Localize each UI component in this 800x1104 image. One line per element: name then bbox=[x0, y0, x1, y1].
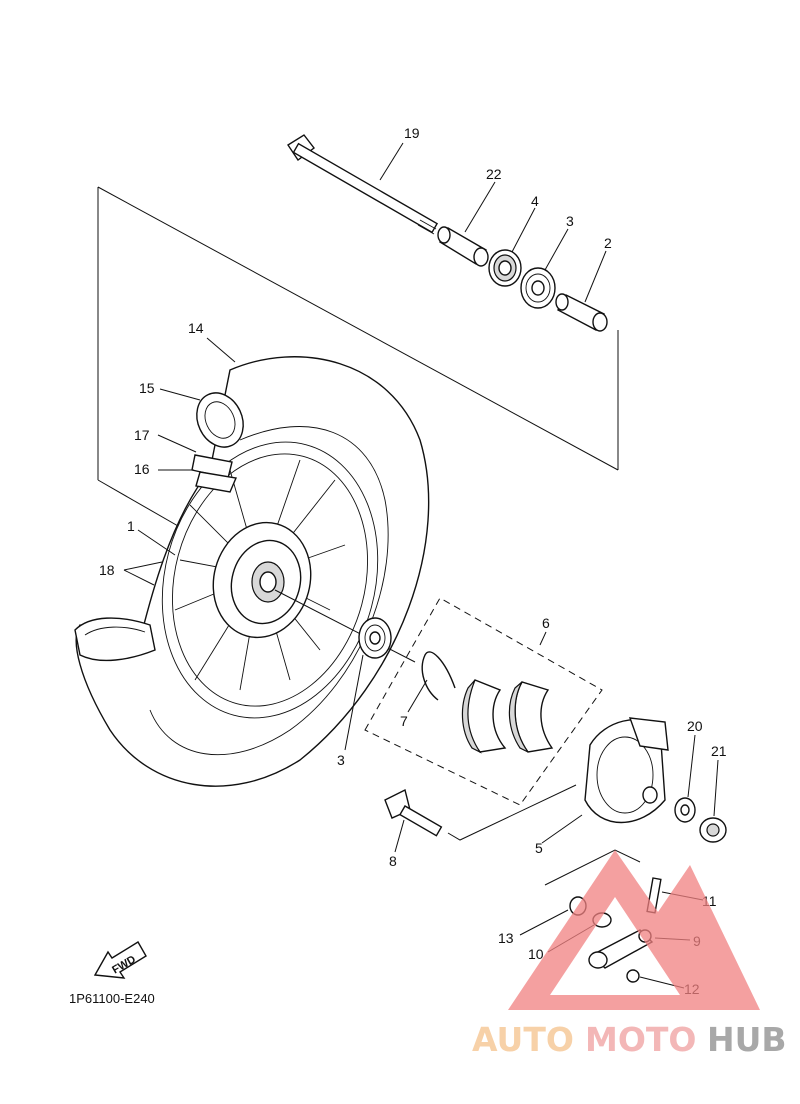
callout-20: 20 bbox=[687, 718, 703, 734]
wheel-rim bbox=[161, 441, 379, 719]
fwd-arrow: FWD bbox=[93, 941, 147, 979]
assembly-frame-lines bbox=[97, 186, 619, 531]
spacer-2 bbox=[555, 293, 608, 332]
brake-shoe-right bbox=[508, 681, 554, 753]
rim-band-16-17 bbox=[191, 454, 237, 493]
callout-3-top: 3 bbox=[566, 213, 574, 229]
oil-seal-4 bbox=[488, 249, 522, 287]
brake-shoe-left bbox=[461, 679, 507, 754]
callout-16: 16 bbox=[134, 461, 150, 477]
callout-5: 5 bbox=[535, 840, 543, 856]
callout-10: 10 bbox=[528, 946, 544, 962]
callout-21: 21 bbox=[711, 743, 727, 759]
bearing-3-top bbox=[520, 267, 556, 309]
watermark-auto: AUTO bbox=[472, 1020, 574, 1059]
brake-shoe-kit-boundary bbox=[364, 597, 603, 806]
callout-19: 19 bbox=[404, 125, 420, 141]
callout-18: 18 bbox=[99, 562, 115, 578]
wheel-hub bbox=[212, 521, 312, 639]
nut-12 bbox=[626, 969, 640, 983]
tube-15 bbox=[196, 392, 244, 448]
watermark-triangle bbox=[508, 850, 760, 1010]
collar-22 bbox=[437, 226, 489, 267]
callout-3-bottom: 3 bbox=[337, 752, 345, 768]
callout-8: 8 bbox=[389, 853, 397, 869]
watermark-moto: MOTO bbox=[585, 1020, 696, 1059]
front-wheel-axle bbox=[287, 134, 439, 235]
callout-4: 4 bbox=[531, 193, 539, 209]
callout-15: 15 bbox=[139, 380, 155, 396]
watermark-hub: HUB bbox=[707, 1020, 787, 1059]
watermark: AUTO MOTO HUB bbox=[472, 850, 787, 1059]
callout-13: 13 bbox=[498, 930, 514, 946]
callout-1: 1 bbox=[127, 518, 135, 534]
camshaft-8 bbox=[384, 788, 443, 837]
callout-7: 7 bbox=[400, 713, 408, 729]
circlip-7 bbox=[421, 651, 456, 701]
brake-shoe-plate-5 bbox=[584, 717, 669, 824]
callout-14: 14 bbox=[188, 320, 204, 336]
callout-2: 2 bbox=[604, 235, 612, 251]
callout-22: 22 bbox=[486, 166, 502, 182]
callout-6: 6 bbox=[542, 615, 550, 631]
bearing-3-bottom bbox=[358, 617, 392, 659]
callout-17: 17 bbox=[134, 427, 150, 443]
washer-20 bbox=[674, 797, 696, 823]
diagram-code: 1P61100-E240 bbox=[69, 991, 155, 1006]
nut-21 bbox=[699, 817, 727, 843]
